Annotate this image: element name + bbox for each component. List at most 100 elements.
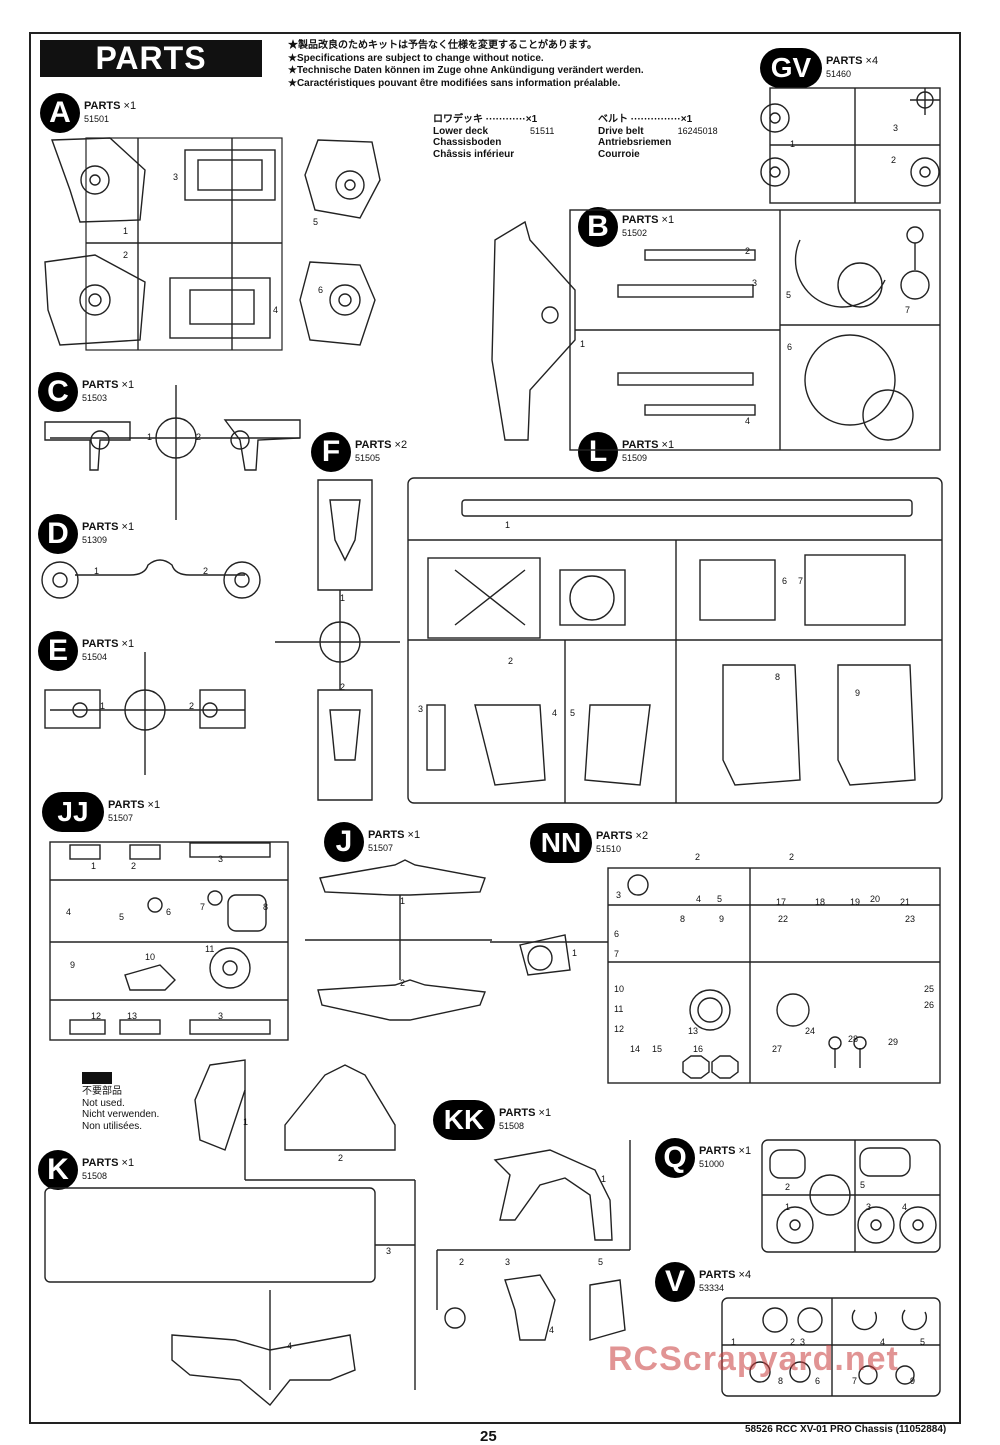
svg-text:8: 8 (680, 914, 685, 924)
svg-text:3: 3 (218, 1011, 223, 1021)
svg-text:23: 23 (905, 914, 915, 924)
svg-text:6: 6 (815, 1376, 820, 1386)
svg-text:27: 27 (772, 1044, 782, 1054)
tree-b-label: PARTS (622, 214, 659, 226)
svg-text:1: 1 (580, 339, 585, 349)
tree-jj-code: 51507 (108, 813, 134, 823)
svg-text:2: 2 (340, 682, 345, 692)
tree-kk-letter: KK (433, 1100, 495, 1140)
tree-a-drawing (44, 137, 381, 351)
tree-k-letter: K (38, 1150, 78, 1190)
tree-jj-label: PARTS (108, 799, 145, 811)
svg-text:2: 2 (508, 656, 513, 666)
tree-d-code: 51309 (82, 535, 108, 545)
tree-v-label: PARTS (699, 1269, 736, 1281)
tree-q-label: PARTS (699, 1145, 736, 1157)
tree-k-label: PARTS (82, 1157, 119, 1169)
tree-b-letter: B (578, 207, 618, 247)
svg-text:2: 2 (196, 432, 201, 442)
tree-q-letter: Q (655, 1138, 695, 1178)
svg-text:7: 7 (614, 949, 619, 959)
svg-text:22: 22 (778, 914, 788, 924)
svg-text:5: 5 (920, 1337, 925, 1347)
svg-text:24: 24 (805, 1026, 815, 1036)
tree-j-code: 51507 (368, 843, 394, 853)
tree-nn-label: PARTS (596, 830, 633, 842)
tree-d-letter: D (38, 514, 78, 554)
svg-text:1: 1 (790, 139, 795, 149)
tree-v-code: 53334 (699, 1283, 725, 1293)
tree-f-label: PARTS (355, 439, 392, 451)
tree-d-drawing (41, 559, 261, 599)
svg-text:6: 6 (318, 285, 323, 295)
page-number: 25 (480, 1428, 497, 1445)
tree-gv-drawing (760, 87, 941, 204)
svg-text:7: 7 (200, 902, 205, 912)
svg-text:4: 4 (549, 1325, 554, 1335)
svg-text:1: 1 (100, 701, 105, 711)
tree-nn-code: 51510 (596, 844, 622, 854)
svg-text:4: 4 (902, 1202, 907, 1212)
svg-text:16: 16 (693, 1044, 703, 1054)
lower-deck-de: Chassisboden (433, 137, 502, 148)
svg-text:3: 3 (893, 123, 898, 133)
tree-nn-letter: NN (530, 823, 592, 863)
notice-en: ★Specifications are subject to change wi… (288, 52, 544, 64)
svg-text:1: 1 (400, 896, 405, 906)
tree-a-letter: A (40, 93, 80, 133)
svg-text:1: 1 (785, 1202, 790, 1212)
svg-text:9: 9 (719, 914, 724, 924)
tree-a-code: 51501 (84, 114, 110, 124)
page-frame (29, 32, 961, 1424)
svg-text:7: 7 (852, 1376, 857, 1386)
tree-j-letter: J (324, 822, 364, 862)
tree-a-qty: ×1 (123, 100, 137, 112)
svg-text:2: 2 (189, 701, 194, 711)
tree-jj-qty: ×1 (147, 799, 161, 811)
svg-text:2: 2 (745, 246, 750, 256)
unused-en: Not used. (82, 1097, 125, 1109)
tree-j-drawing (305, 859, 492, 1021)
tree-e-code: 51504 (82, 652, 108, 662)
svg-text:8: 8 (775, 672, 780, 682)
svg-text:2: 2 (123, 250, 128, 260)
tree-l-drawing (407, 477, 943, 804)
svg-text:1: 1 (572, 948, 577, 958)
tree-j-label: PARTS (368, 829, 405, 841)
svg-text:2: 2 (459, 1257, 464, 1267)
svg-text:11: 11 (614, 1004, 623, 1014)
tree-l-letter: L (578, 432, 618, 472)
svg-text:21: 21 (900, 897, 910, 907)
svg-text:5: 5 (570, 708, 575, 718)
svg-text:3: 3 (752, 278, 757, 288)
tree-jj-badge: JJ PARTS ×1 51507 (42, 792, 160, 832)
svg-text:4: 4 (273, 305, 278, 315)
svg-text:6: 6 (614, 929, 619, 939)
unused-swatch (82, 1072, 112, 1084)
tree-jj-letter: JJ (42, 792, 104, 832)
tree-c-letter: C (38, 372, 78, 412)
svg-text:2: 2 (891, 155, 896, 165)
tree-v-letter: V (655, 1262, 695, 1302)
unused-parts-legend: 不要部品 Not used. Nicht verwenden. Non util… (82, 1072, 159, 1132)
svg-text:19: 19 (850, 897, 860, 907)
svg-text:7: 7 (905, 305, 910, 315)
page-title: PARTS (40, 40, 262, 77)
svg-text:2: 2 (400, 978, 405, 988)
tree-d-label: PARTS (82, 521, 119, 533)
svg-text:8: 8 (263, 902, 268, 912)
tree-jj-drawing (49, 841, 289, 1041)
tree-e-label: PARTS (82, 638, 119, 650)
tree-c-code: 51503 (82, 393, 108, 403)
tree-v-drawing (721, 1297, 941, 1397)
unused-de: Nicht verwenden. (82, 1109, 160, 1120)
tree-l-code: 51509 (622, 453, 648, 463)
svg-text:1: 1 (94, 566, 99, 576)
